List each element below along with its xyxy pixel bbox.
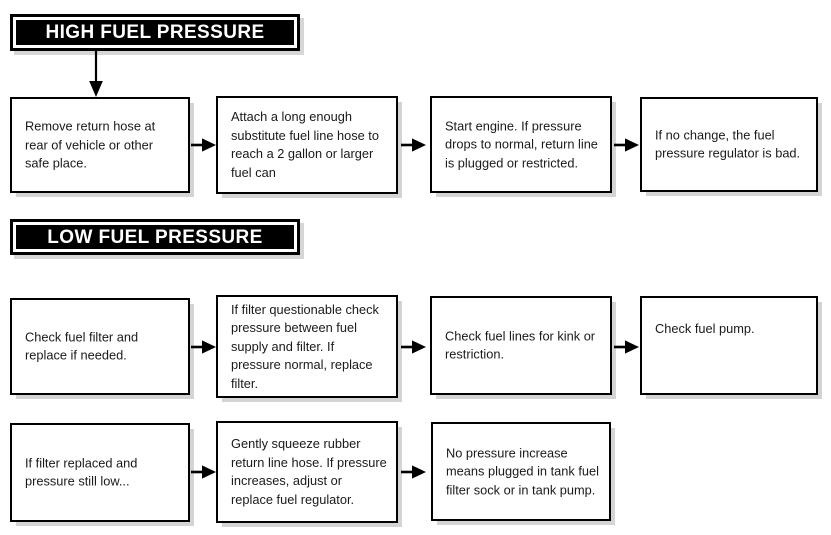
process-box-text: If filter questionable check pressure be…	[231, 301, 379, 391]
arrow-right-icon	[191, 465, 216, 479]
section-banner-low-fuel-pressure: LOW FUEL PRESSURE	[10, 219, 300, 255]
banner-fill: LOW FUEL PRESSURE	[16, 225, 294, 249]
process-box-lp-4[interactable]: Check fuel pump.	[640, 296, 818, 395]
process-box-lp-1[interactable]: Check fuel filter and replace if needed.	[10, 298, 190, 395]
arrow-right-icon	[191, 138, 216, 152]
process-box-text: Gently squeeze rubber return line hose. …	[231, 436, 387, 507]
arrow-right-icon	[614, 138, 639, 152]
process-box-text: No pressure increase means plugged in ta…	[446, 444, 599, 497]
process-box-text: Check fuel pump.	[655, 321, 755, 336]
arrow-right-icon	[401, 138, 426, 152]
process-box-text: Attach a long enough substitute fuel lin…	[231, 109, 379, 180]
process-box-hp-4[interactable]: If no change, the fuel pressure regulato…	[640, 97, 818, 192]
process-box-lp-2[interactable]: If filter questionable check pressure be…	[216, 295, 398, 398]
process-box-hp-1[interactable]: Remove return hose at rear of vehicle or…	[10, 97, 190, 193]
process-box-lp-5[interactable]: If filter replaced and pressure still lo…	[10, 423, 190, 522]
process-box-hp-3[interactable]: Start engine. If pressure drops to norma…	[430, 96, 612, 193]
process-box-hp-2[interactable]: Attach a long enough substitute fuel lin…	[216, 96, 398, 194]
arrow-down-icon	[89, 50, 103, 97]
arrow-right-icon	[401, 465, 426, 479]
process-box-text: Start engine. If pressure drops to norma…	[445, 117, 598, 170]
process-box-lp-6[interactable]: Gently squeeze rubber return line hose. …	[216, 421, 398, 523]
arrow-right-icon	[401, 340, 426, 354]
process-box-text: Check fuel lines for kink or restriction…	[445, 328, 596, 362]
banner-label-low-fuel-pressure: LOW FUEL PRESSURE	[47, 226, 263, 248]
process-box-lp-3[interactable]: Check fuel lines for kink or restriction…	[430, 296, 612, 395]
arrow-right-icon	[191, 340, 216, 354]
process-box-lp-7[interactable]: No pressure increase means plugged in ta…	[431, 422, 611, 521]
section-banner-high-fuel-pressure: HIGH FUEL PRESSURE	[10, 14, 300, 51]
process-box-text: If filter replaced and pressure still lo…	[25, 455, 138, 489]
process-box-text: Remove return hose at rear of vehicle or…	[25, 118, 156, 171]
arrow-right-icon	[614, 340, 639, 354]
banner-fill: HIGH FUEL PRESSURE	[16, 20, 294, 45]
banner-label-high-fuel-pressure: HIGH FUEL PRESSURE	[45, 22, 265, 43]
process-box-text: If no change, the fuel pressure regulato…	[655, 127, 801, 161]
process-box-text: Check fuel filter and replace if needed.	[25, 329, 139, 363]
